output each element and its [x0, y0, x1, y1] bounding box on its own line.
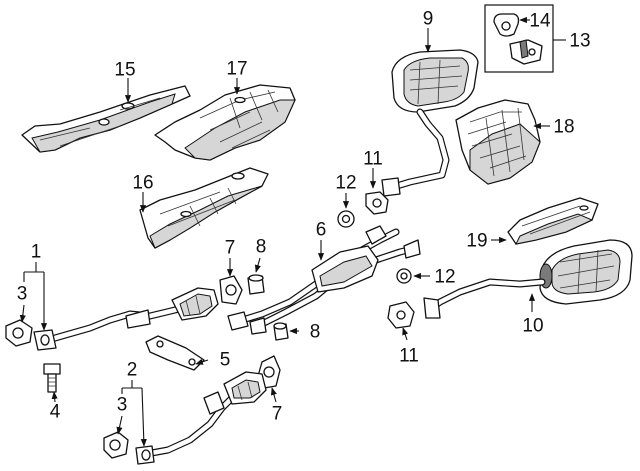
- front-pipe-2: [135, 371, 267, 465]
- gasket-3-lower: [103, 431, 129, 459]
- callout-10: 10: [522, 315, 544, 337]
- callout-7-upper: 7: [224, 237, 236, 259]
- callout-12-upper: 12: [335, 172, 357, 194]
- heat-shield-front-15: [21, 85, 191, 153]
- hanger-kit-13-14: [484, 4, 566, 73]
- callout-16: 16: [132, 172, 154, 194]
- callout-13: 13: [569, 30, 591, 52]
- callout-18: 18: [553, 116, 575, 138]
- nut-8-lower: [273, 322, 289, 341]
- callout-14: 14: [529, 10, 551, 32]
- front-pipe-1: [33, 287, 219, 351]
- bracket-5: [145, 335, 205, 371]
- callout-6: 6: [315, 219, 327, 241]
- gasket-7-upper: [219, 275, 243, 305]
- callout-3-lower: 3: [116, 394, 128, 416]
- callout-11-lower: 11: [399, 345, 419, 367]
- callout-1: 1: [30, 241, 42, 263]
- callout-17: 17: [226, 58, 248, 80]
- leader-lines: [19, 16, 550, 447]
- gasket-3-upper: [5, 319, 33, 347]
- callout-3-upper: 3: [16, 283, 28, 305]
- callout-19: 19: [466, 230, 488, 252]
- gasket-11-upper: [365, 191, 389, 215]
- hanger-rubber-12-lower: [396, 268, 412, 284]
- callout-4: 4: [49, 401, 61, 423]
- nut-8-upper: [247, 274, 265, 295]
- center-pipe-6: [227, 225, 421, 335]
- callout-15: 15: [114, 59, 136, 81]
- callout-5: 5: [219, 349, 231, 371]
- heat-shield-19: [507, 197, 599, 245]
- callout-12-lower: 12: [434, 266, 456, 288]
- rear-muffler-9: [381, 49, 479, 197]
- heat-shield-rear-18: [455, 99, 541, 185]
- callout-7-lower: 7: [271, 403, 283, 425]
- heat-shield-center-17: [154, 84, 296, 161]
- heat-shield-lower-16: [139, 167, 269, 249]
- callout-8-upper: 8: [255, 236, 267, 258]
- callout-9: 9: [422, 8, 434, 30]
- callout-2: 2: [126, 359, 138, 381]
- gasket-11-lower: [387, 301, 415, 329]
- bolt-4: [43, 363, 61, 393]
- hanger-rubber-12-upper: [337, 210, 355, 228]
- callout-11-upper: 11: [363, 148, 383, 170]
- main-muffler-10: [423, 239, 633, 319]
- callout-8-lower: 8: [309, 321, 321, 343]
